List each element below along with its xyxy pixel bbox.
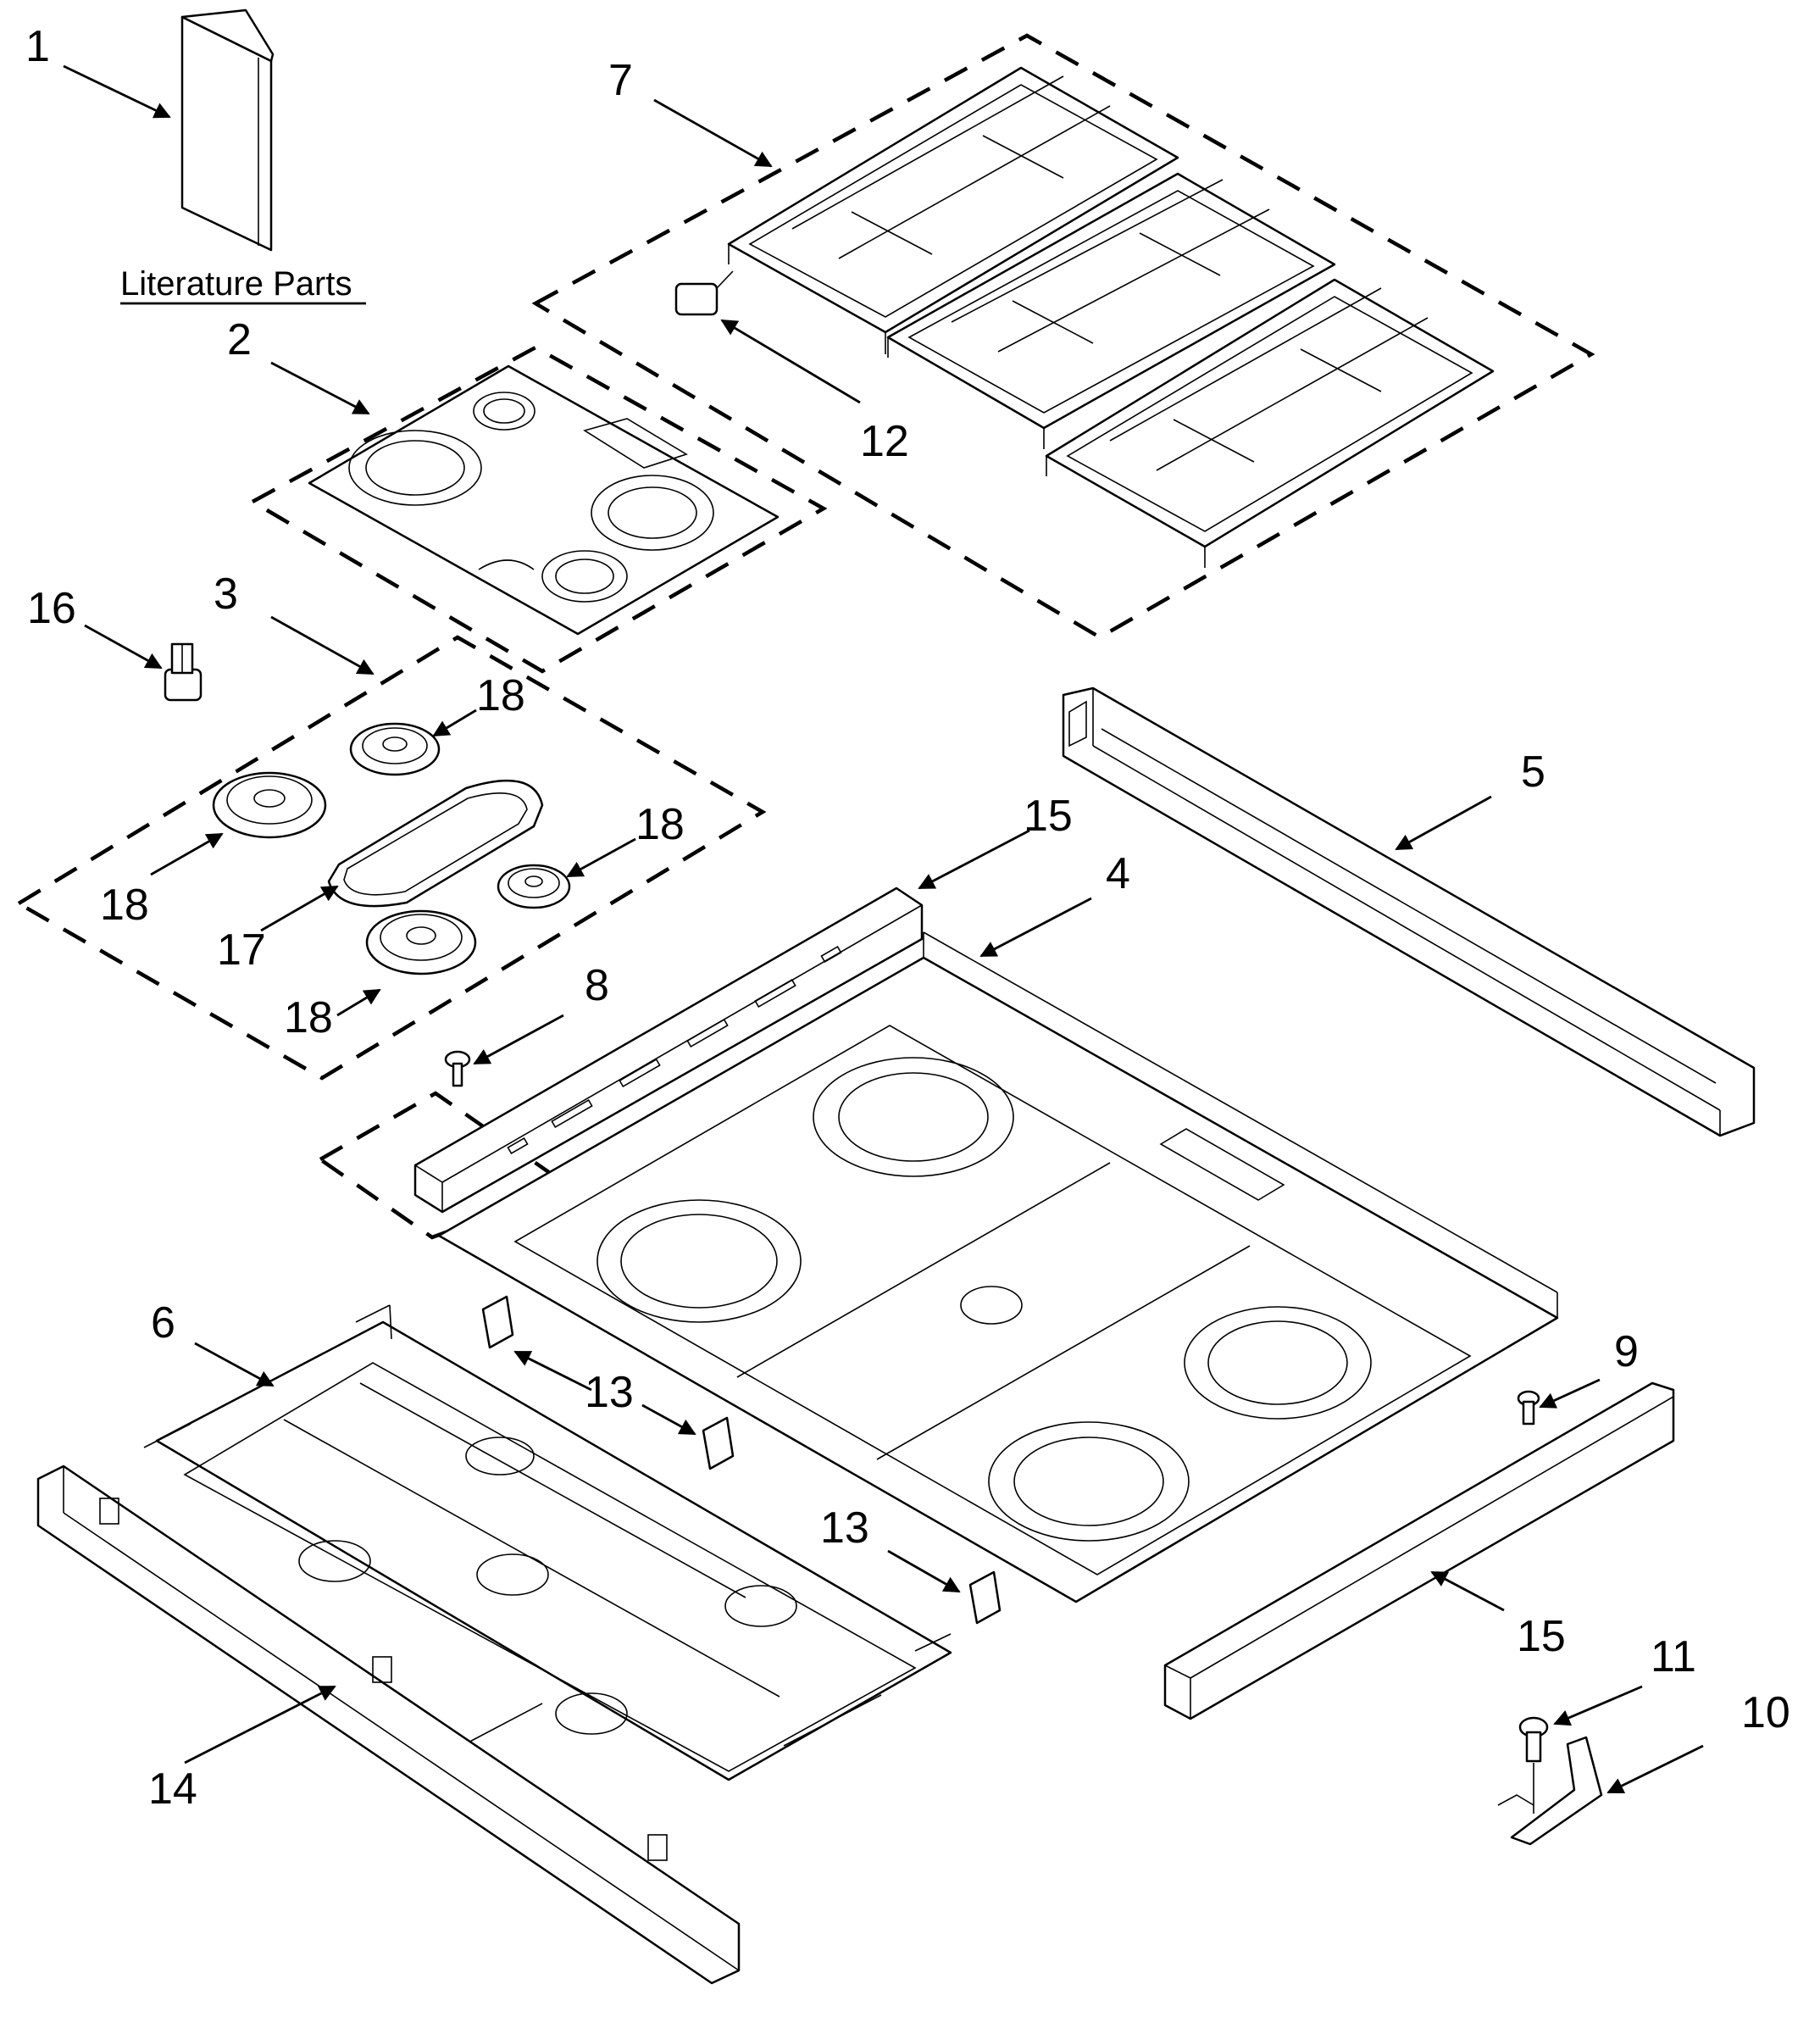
callout-7: 7 — [608, 56, 633, 105]
callout-5: 5 — [1521, 747, 1545, 797]
callout-12: 12 — [860, 417, 909, 466]
group-outline-burners — [14, 635, 767, 1081]
callout-8: 8 — [585, 961, 609, 1010]
burner-cap-right[interactable] — [497, 864, 571, 909]
burner-cap-left[interactable] — [212, 771, 327, 839]
callout-15-upper: 15 — [1024, 792, 1073, 841]
grate-foot[interactable] — [674, 270, 734, 316]
callout-16: 16 — [27, 584, 76, 633]
front-brace[interactable] — [36, 1464, 741, 1985]
callout-18-front: 18 — [284, 993, 333, 1042]
callout-13-upper: 13 — [585, 1368, 634, 1417]
cooktop-panel[interactable] — [308, 364, 780, 636]
mounting-bracket[interactable] — [1497, 1736, 1603, 1846]
callout-3: 3 — [214, 570, 238, 619]
callout-2: 2 — [227, 315, 252, 364]
callout-9: 9 — [1614, 1327, 1639, 1376]
group-outline-burner-box — [316, 1091, 574, 1240]
burner-grate-left[interactable] — [727, 66, 1179, 354]
group-outline-grates — [531, 33, 1595, 640]
clip-rear[interactable] — [481, 1295, 514, 1349]
callout-14: 14 — [148, 1764, 197, 1814]
callout-17: 17 — [217, 925, 266, 975]
callout-10: 10 — [1741, 1688, 1790, 1737]
callout-15-lower: 15 — [1517, 1612, 1566, 1661]
callout-1: 1 — [25, 22, 50, 71]
clip-front[interactable] — [968, 1570, 1002, 1625]
callout-labels: 1 2 3 4 5 6 7 8 9 10 11 12 13 13 14 15 1… — [25, 22, 1790, 1814]
callout-18-right: 18 — [635, 800, 685, 849]
callout-4: 4 — [1106, 849, 1130, 898]
group-outline-top-panel — [248, 345, 828, 674]
side-trim-left[interactable] — [413, 886, 924, 1214]
literature-booklet[interactable] — [180, 8, 275, 252]
callout-18-left: 18 — [100, 881, 149, 930]
burner-cap-front[interactable] — [365, 909, 477, 975]
leader-arrows — [63, 64, 1704, 1794]
screw-8[interactable] — [444, 1050, 471, 1087]
callout-6: 6 — [151, 1298, 175, 1348]
burner-grate-middle[interactable] — [886, 172, 1336, 449]
callout-11: 11 — [1651, 1632, 1696, 1681]
literature-parts-heading: Literature Parts — [120, 265, 352, 303]
burner-base-pan[interactable] — [143, 1304, 952, 1781]
burner-cap-rear[interactable] — [349, 722, 441, 776]
burner-grate-right[interactable] — [1045, 278, 1495, 568]
burner-box[interactable] — [437, 931, 1559, 1603]
control-knob[interactable] — [164, 642, 203, 702]
side-trim-right[interactable] — [1163, 1381, 1675, 1720]
callout-13-lower: 13 — [820, 1503, 869, 1553]
rear-trim[interactable] — [1062, 686, 1756, 1137]
callout-18-rear: 18 — [476, 671, 525, 720]
screw-9[interactable] — [1517, 1390, 1540, 1425]
clip-middle[interactable] — [702, 1416, 735, 1470]
